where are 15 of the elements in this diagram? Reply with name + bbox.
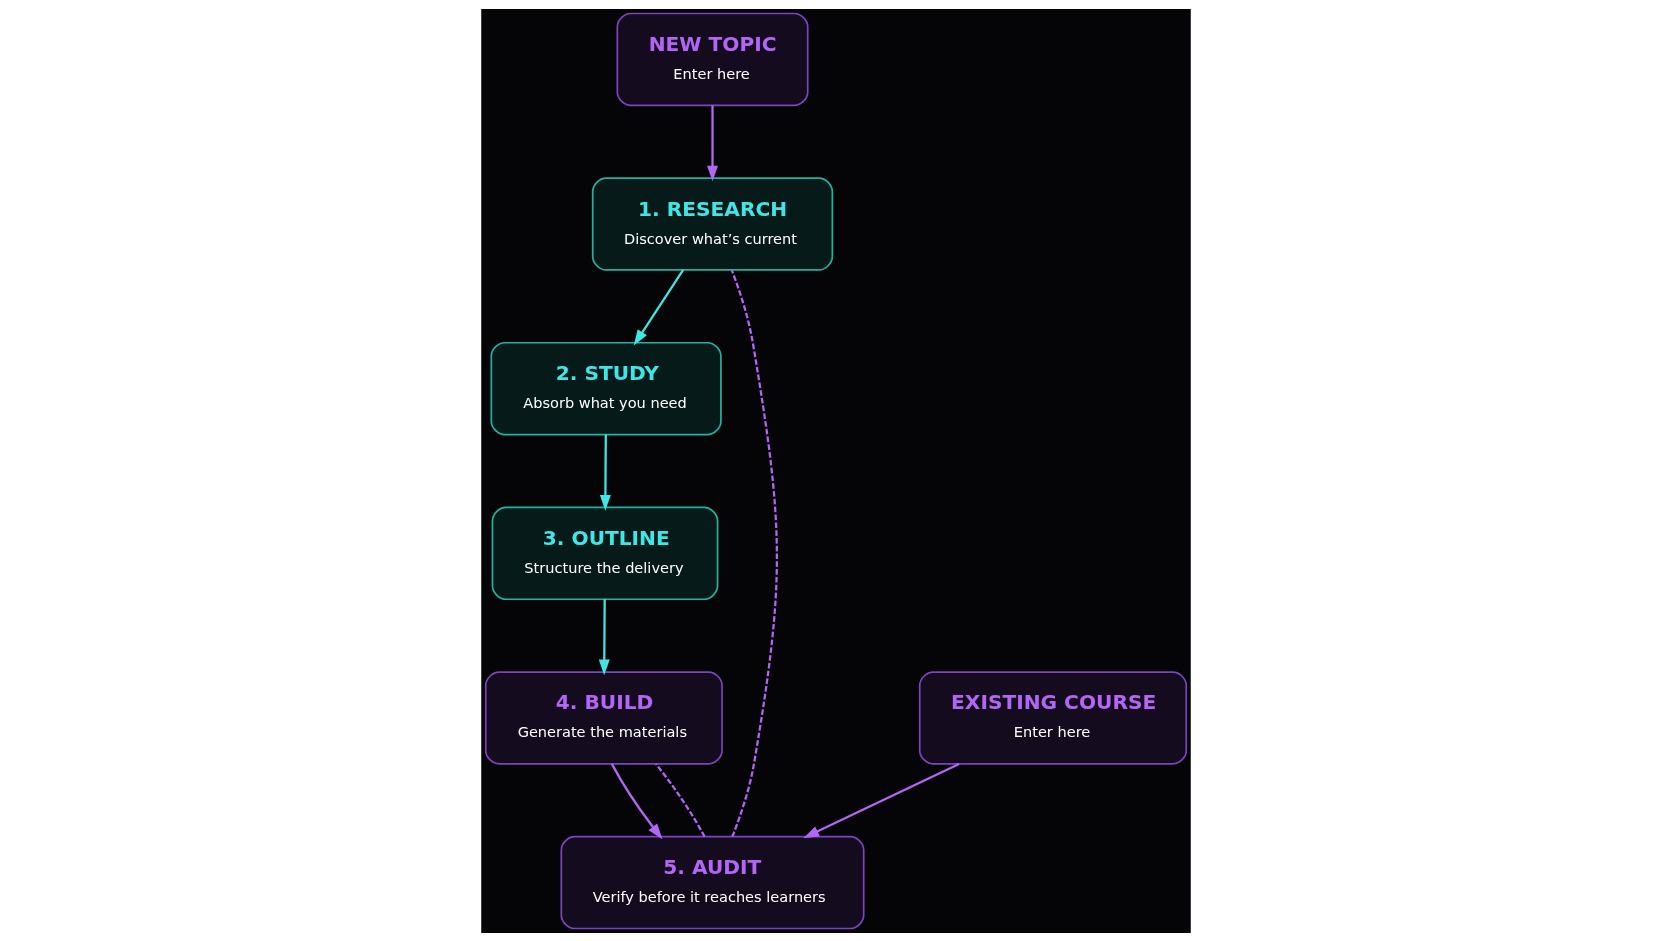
node-box: NEW TOPIC Enter here	[616, 12, 809, 106]
arrow	[633, 268, 685, 345]
arrow	[610, 762, 663, 839]
node-box: EXISTING COURSE Enter here	[918, 670, 1188, 765]
node-box: 4. BUILD Generate the materials	[484, 670, 723, 765]
connector	[655, 762, 706, 837]
arrow	[803, 762, 960, 838]
node-box: 3. OUTLINE Structure the delivery	[491, 506, 719, 600]
arrow	[599, 434, 611, 511]
node-box: 2. STUDY Absorb what you need	[490, 341, 722, 435]
arrow	[598, 598, 610, 675]
node-box: 1. RESEARCH Discover what’s current	[591, 176, 834, 271]
arrow	[707, 104, 718, 181]
connector	[730, 269, 778, 837]
node-box: 5. AUDIT Verify before it reaches learners	[560, 835, 865, 929]
